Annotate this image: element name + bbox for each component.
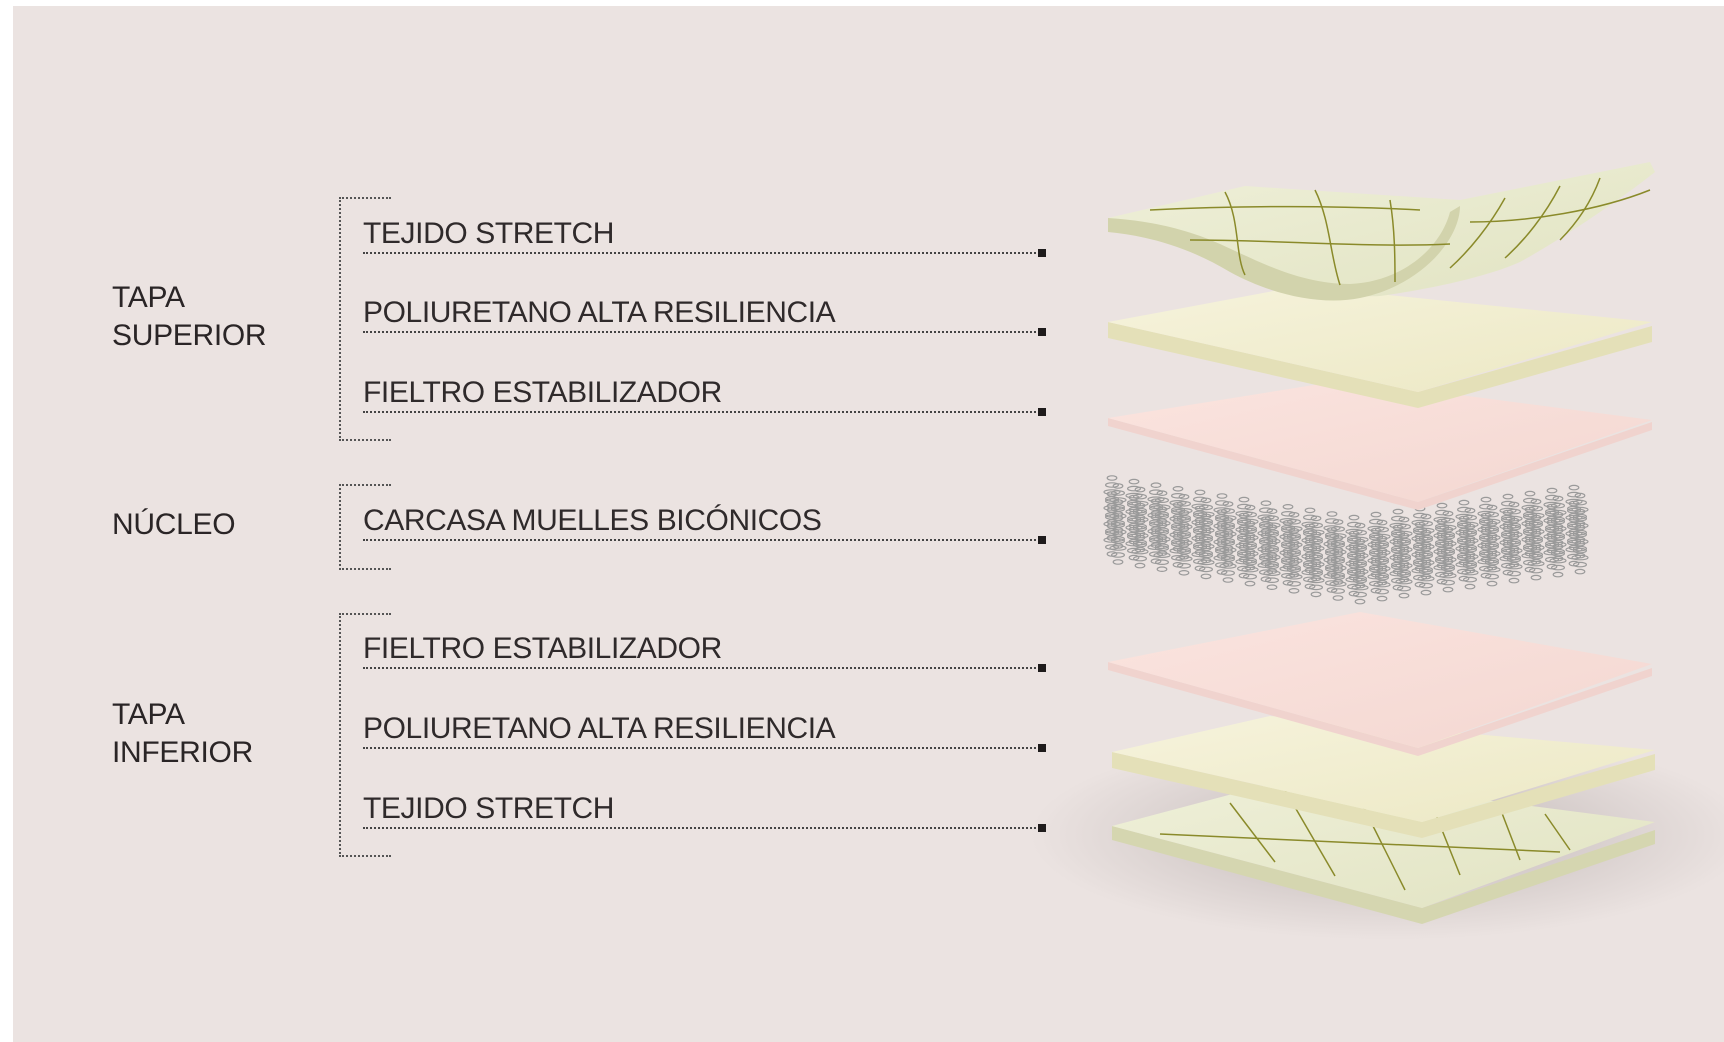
leader-end-marker [1038,664,1046,672]
spring-coil [1301,555,1319,590]
spring-coil [1549,543,1567,578]
spring-coil [1329,567,1347,601]
spring-coil [1109,531,1127,565]
spring-coil [1307,563,1325,598]
spring-coil [1219,549,1237,583]
group-label-nucleo: NÚCLEO [112,506,236,544]
group-label-line: SUPERIOR [112,319,267,352]
group-label-tapa-superior: TAPA SUPERIOR [112,279,267,355]
spring-coil [1571,540,1589,575]
group-label-line: NÚCLEO [112,508,236,541]
spring-coil [1461,555,1479,590]
layer-label: FIELTRO ESTABILIZADOR [363,632,722,665]
layer-item: POLIURETANO ALTA RESILIENCIA [363,701,1046,752]
layer-poliuretano-bottom [1112,716,1655,838]
layer-label: POLIURETANO ALTA RESILIENCIA [363,296,836,329]
layer-item: TEJIDO STRETCH [363,781,1046,832]
spring-coil [1197,545,1215,580]
spring-coil [1175,541,1193,576]
group-label-tapa-inferior: TAPA INFERIOR [112,696,253,772]
layer-poliuretano-top [1108,286,1652,408]
layer-item: FIELTRO ESTABILIZADOR [363,365,1046,416]
leader-end-marker [1038,744,1046,752]
spring-coil [1439,558,1457,593]
leader-end-marker [1038,328,1046,336]
layer-label: CARCASA MUELLES BICÓNICOS [363,504,822,537]
leader-end-marker [1038,249,1046,257]
spring-coil [1395,564,1413,599]
spring-coil [1263,556,1281,591]
spring-coil [1241,552,1259,587]
spring-coil [1153,538,1171,573]
layer-label: FIELTRO ESTABILIZADOR [363,376,722,409]
layer-carcasa-muelles [1103,475,1589,605]
bracket-nucleo [339,484,391,570]
spring-coil [1131,534,1149,569]
layer-item: POLIURETANO ALTA RESILIENCIA [363,285,1046,336]
bracket-tapa-superior [339,197,391,441]
layer-item: TEJIDO STRETCH [363,206,1046,257]
group-label-line: TAPA [112,281,185,314]
spring-coil [1279,551,1297,586]
bracket-tapa-inferior [339,613,391,857]
spring-coil [1373,567,1391,602]
layer-fieltro-top [1108,380,1652,510]
spring-coil [1527,546,1545,581]
spring-coil [1351,570,1369,605]
layer-item: CARCASA MUELLES BICÓNICOS [363,493,1046,544]
layer-label: TEJIDO STRETCH [363,792,615,825]
spring-coil [1285,559,1303,594]
layer-label: POLIURETANO ALTA RESILIENCIA [363,712,836,745]
layer-tejido-stretch-top [1108,162,1655,301]
spring-coil [1505,549,1523,584]
spring-coil [1417,561,1435,596]
group-label-line: TAPA [112,698,185,731]
leader-end-marker [1038,408,1046,416]
layer-item: FIELTRO ESTABILIZADOR [363,621,1046,672]
spring-coil [1483,552,1501,587]
group-label-line: INFERIOR [112,736,253,769]
layer-label: TEJIDO STRETCH [363,217,615,250]
layer-fieltro-bottom [1108,612,1652,756]
spring-coil [1323,559,1341,593]
leader-end-marker [1038,536,1046,544]
